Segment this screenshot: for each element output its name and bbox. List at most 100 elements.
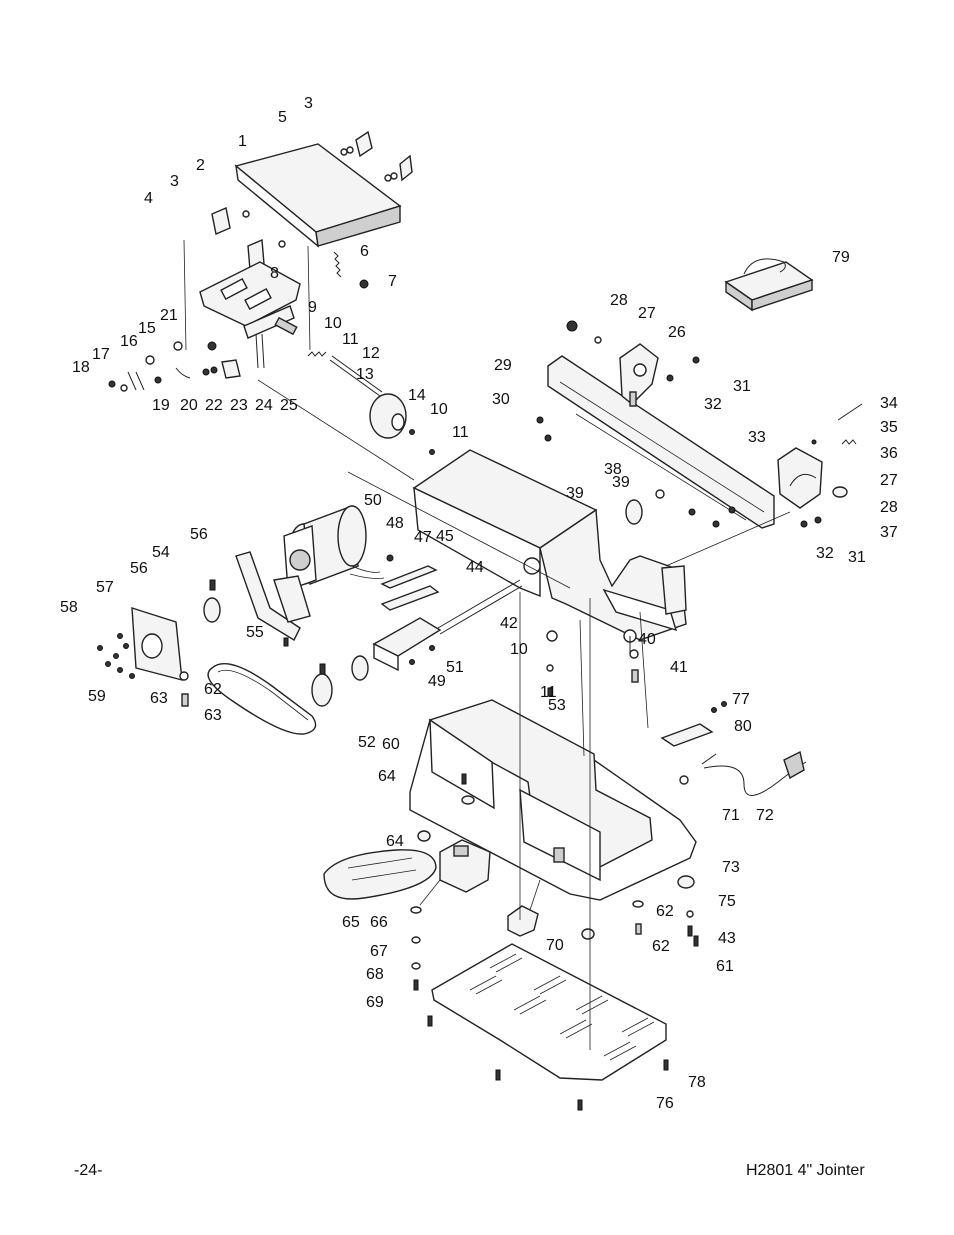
callout-55: 55 xyxy=(246,624,264,641)
callout-77: 77 xyxy=(732,691,750,708)
callout-23: 23 xyxy=(230,397,248,414)
callout-11: 11 xyxy=(342,331,359,348)
callout-80: 80 xyxy=(0,0,18,4)
callout-3: 3 xyxy=(170,173,179,190)
callout-1: 1 xyxy=(238,133,247,150)
callout-56: 56 xyxy=(190,526,208,543)
callout-69: 69 xyxy=(366,994,384,1011)
callout-33: 33 xyxy=(748,429,766,446)
callout-68: 68 xyxy=(366,966,384,983)
callout-39: 39 xyxy=(566,485,584,502)
callout-63: 63 xyxy=(150,690,168,707)
callout-79: 79 xyxy=(832,249,850,266)
callout-27: 27 xyxy=(880,472,898,489)
callout-25: 25 xyxy=(280,397,298,414)
callout-2: 2 xyxy=(196,157,205,174)
callout-31: 31 xyxy=(848,549,866,566)
callout-7: 7 xyxy=(388,273,397,290)
callout-57: 57 xyxy=(96,579,114,596)
callout-31: 31 xyxy=(733,378,751,395)
callout-64: 64 xyxy=(386,833,404,850)
callout-45: 45 xyxy=(436,528,454,545)
callout-30: 30 xyxy=(492,391,510,408)
callout-49: 49 xyxy=(428,673,446,690)
callout-71: 71 xyxy=(722,807,740,824)
model-title: H2801 4" Jointer xyxy=(746,1162,865,1179)
callout-11: 11 xyxy=(452,424,469,441)
callout-40: 40 xyxy=(638,631,656,648)
push-block xyxy=(724,258,814,312)
main-table-assembly xyxy=(412,449,687,697)
callout-70: 70 xyxy=(546,937,564,954)
callout-36: 36 xyxy=(880,445,898,462)
callout-76: 76 xyxy=(656,1095,674,1112)
callout-66: 66 xyxy=(370,914,388,931)
callout-32: 32 xyxy=(816,545,834,562)
callout-5: 5 xyxy=(278,109,287,126)
callout-53: 53 xyxy=(548,697,566,714)
callout-62: 62 xyxy=(204,681,222,698)
page-number: -24- xyxy=(74,1162,103,1179)
callout-81: 81 xyxy=(0,0,18,4)
callout-14: 14 xyxy=(408,387,426,404)
callout-63: 63 xyxy=(204,707,222,724)
callout-16: 16 xyxy=(120,333,138,350)
bottom-panel xyxy=(427,943,669,1111)
assembly-lines xyxy=(257,379,791,1050)
callout-12: 12 xyxy=(362,345,380,362)
callout-65: 65 xyxy=(342,914,360,931)
callout-9: 9 xyxy=(308,299,317,316)
callout-10: 10 xyxy=(510,641,528,658)
callout-8: 8 xyxy=(270,265,279,282)
callout-27: 27 xyxy=(638,305,656,322)
callout-18: 18 xyxy=(72,359,90,376)
fence-rail-assembly xyxy=(536,320,863,529)
callout-54: 54 xyxy=(152,544,170,561)
callout-93: 93 xyxy=(0,0,18,4)
callout-42: 42 xyxy=(500,615,518,632)
callout-72: 72 xyxy=(756,807,774,824)
callout-62: 62 xyxy=(656,903,674,920)
callout-3: 3 xyxy=(304,95,313,112)
callout-41: 41 xyxy=(670,659,688,676)
callout-13: 13 xyxy=(356,366,374,383)
callout-37: 37 xyxy=(880,524,898,541)
callout-52: 52 xyxy=(358,734,376,751)
callout-64: 64 xyxy=(378,768,396,785)
callout-80: 80 xyxy=(734,718,752,735)
callout-50: 50 xyxy=(364,492,382,509)
callout-44: 44 xyxy=(466,559,484,576)
callout-26: 26 xyxy=(668,324,686,341)
fence-assembly xyxy=(108,130,435,455)
callout-28: 28 xyxy=(880,499,898,516)
callout-34: 34 xyxy=(880,395,898,412)
callout-10: 10 xyxy=(324,315,342,332)
callout-15: 15 xyxy=(138,320,156,337)
callout-39: 39 xyxy=(612,474,630,491)
motor-assembly xyxy=(97,505,523,735)
callout-61: 61 xyxy=(716,958,734,975)
callout-22: 22 xyxy=(205,397,223,414)
callout-20: 20 xyxy=(180,397,198,414)
callout-75: 75 xyxy=(718,893,736,910)
callout-56: 56 xyxy=(130,560,148,577)
callout-24: 24 xyxy=(255,397,273,414)
callout-51: 51 xyxy=(446,659,464,676)
callout-11: 11 xyxy=(540,684,557,701)
callout-4: 4 xyxy=(144,190,153,207)
base-cabinet xyxy=(323,699,807,991)
callout-73: 73 xyxy=(722,859,740,876)
callout-38: 38 xyxy=(604,461,622,478)
callout-29: 29 xyxy=(494,357,512,374)
callout-60: 60 xyxy=(382,736,400,753)
callout-67: 67 xyxy=(370,943,388,960)
callout-59: 59 xyxy=(88,688,106,705)
callout-28: 28 xyxy=(610,292,628,309)
callout-10: 10 xyxy=(430,401,448,418)
callout-58: 58 xyxy=(60,599,78,616)
callout-21: 21 xyxy=(160,307,178,324)
callout-47: 47 xyxy=(414,529,432,546)
callout-62: 62 xyxy=(652,938,670,955)
